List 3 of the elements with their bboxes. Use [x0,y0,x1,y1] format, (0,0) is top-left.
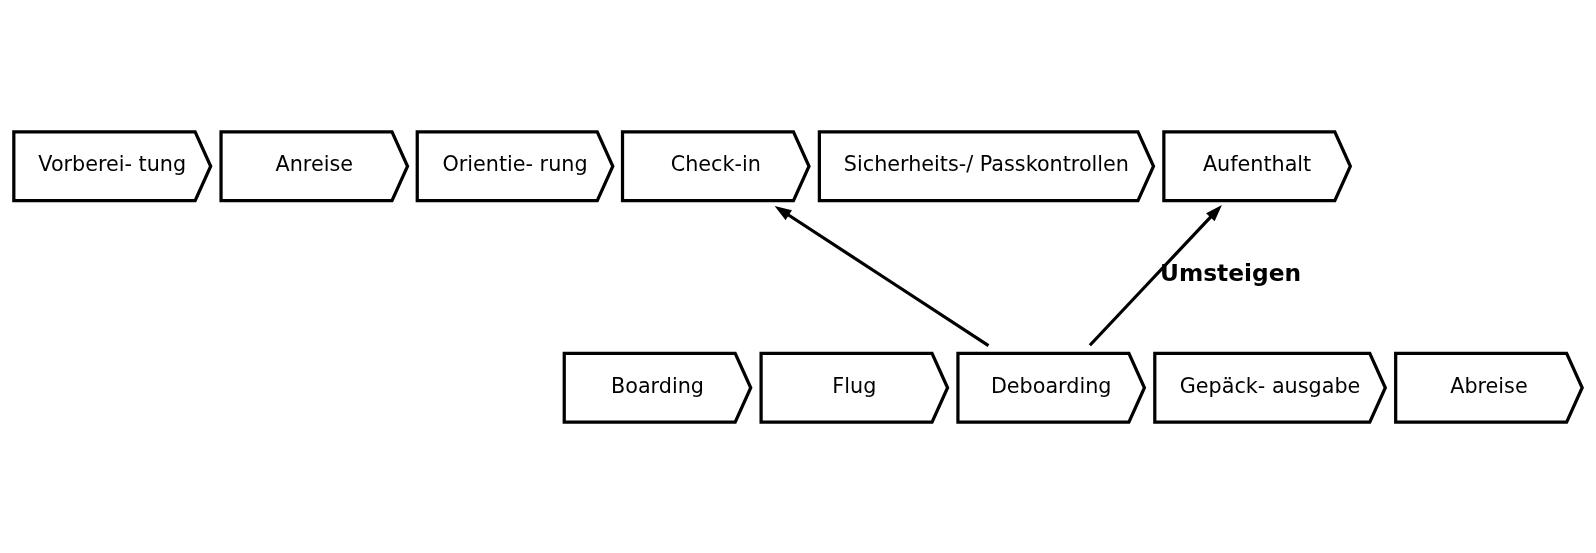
arrow [1088,204,1222,346]
edge-label: Umsteigen [1159,258,1302,286]
arrow [774,205,990,347]
